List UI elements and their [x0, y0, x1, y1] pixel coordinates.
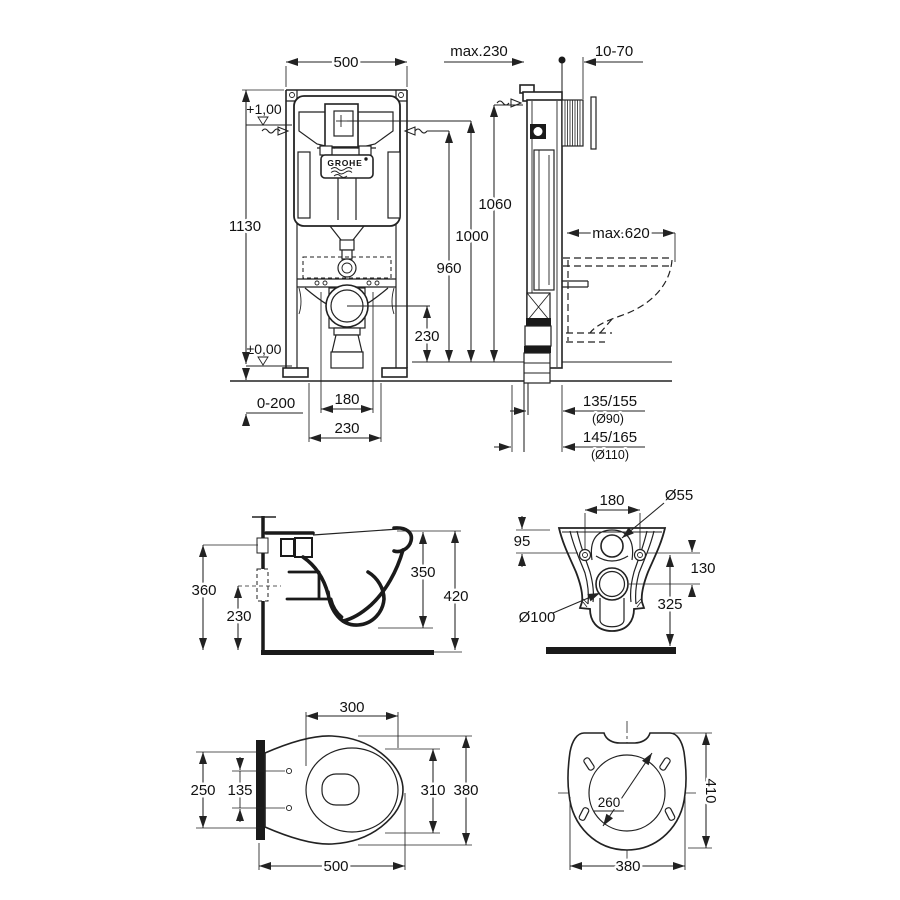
bowl-side-view: 360 230 350 420 [189, 516, 471, 655]
frame-side-view: max.230 10-70 max.620 [444, 41, 676, 465]
dim-h960: 960 [436, 260, 461, 277]
dim-rear-d100: Ø100 [519, 609, 556, 626]
dim-h1060: 1060 [478, 196, 511, 213]
dim-h1000: 1000 [455, 228, 488, 245]
dim-rear-130: 130 [690, 560, 715, 577]
dim-top-310: 310 [420, 782, 445, 799]
dim-offset-180: 180 [334, 391, 359, 408]
dim-drain-height: 230 [414, 328, 439, 345]
dim-top-135: 135 [227, 782, 252, 799]
frame-front-view: GROHE +1,00 ±0,00 500 1130 0-200 [226, 52, 672, 442]
dim-outlet-b: 145/165 [583, 429, 637, 446]
dim-outlet-a: 135/155 [583, 393, 637, 410]
dim-top-250: 250 [190, 782, 215, 799]
bowl-rear-view: 180 Ø55 95 130 325 Ø100 [511, 485, 718, 654]
dim-bowl-420: 420 [443, 588, 468, 605]
dim-frame-width: 500 [333, 54, 358, 71]
dim-top-380: 380 [453, 782, 478, 799]
dim-bowl-350: 350 [410, 564, 435, 581]
dim-seat-260: 260 [598, 795, 621, 810]
dim-rear-95: 95 [514, 533, 531, 550]
dim-level-top: +1,00 [246, 101, 282, 117]
dim-bowl-230: 230 [226, 608, 251, 625]
dim-outlet-a-dia: (Ø90) [592, 412, 624, 426]
dim-top-300: 300 [339, 699, 364, 716]
dim-bowl-depth: max.620 [592, 225, 650, 242]
dim-rear-180: 180 [599, 492, 624, 509]
grohe-logo-text: GROHE [327, 158, 362, 168]
dim-offset-230: 230 [334, 420, 359, 437]
dim-seat-410: 410 [702, 778, 719, 803]
seat-view: 260 410 380 [558, 721, 722, 878]
dim-level-zero: ±0,00 [247, 341, 282, 357]
dim-bowl-360: 360 [191, 582, 216, 599]
dim-top-500: 500 [323, 858, 348, 875]
dim-frame-depth: max.230 [450, 43, 508, 60]
bowl-top-view: 300 250 135 310 380 500 [188, 697, 481, 878]
dim-rear-d55: Ø55 [665, 487, 693, 504]
grohe-logo: GROHE [320, 154, 374, 179]
dim-plate-range: 10-70 [595, 43, 633, 60]
dim-floor-adjust: 0-200 [257, 395, 295, 412]
dim-outlet-b-dia: (Ø110) [591, 448, 629, 462]
dim-seat-380: 380 [615, 858, 640, 875]
dim-rear-325: 325 [657, 596, 682, 613]
dim-frame-height: 1130 [229, 218, 261, 235]
